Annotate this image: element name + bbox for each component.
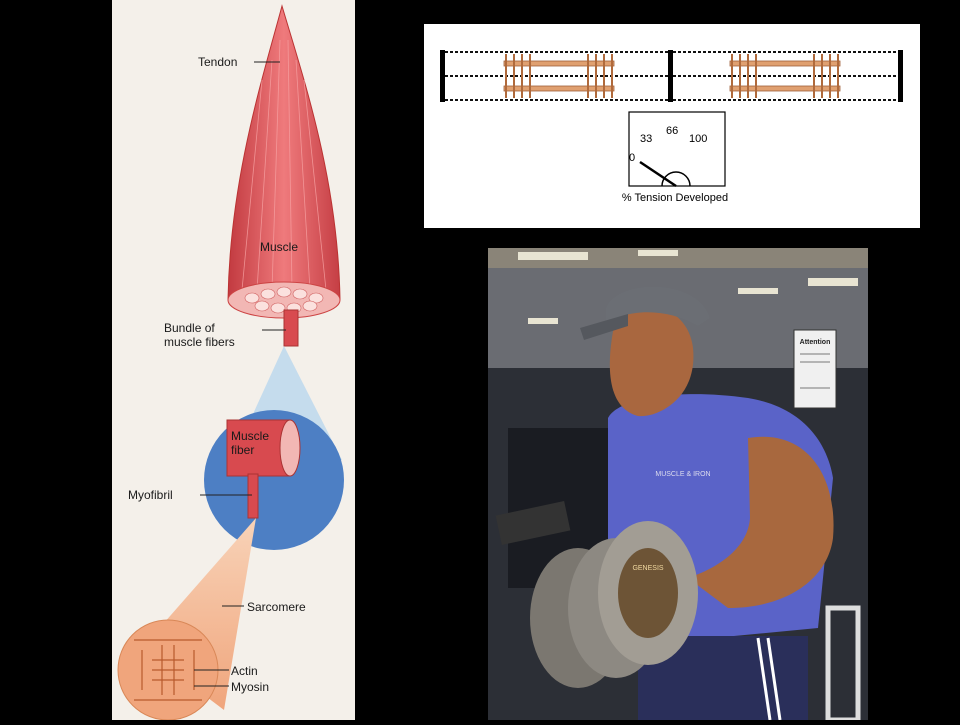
muscle-body	[227, 4, 341, 301]
myosin-label: Myosin	[231, 680, 270, 694]
gauge-tick-33: 33	[640, 133, 652, 145]
muscle-fiber-label: Muscle fiber	[231, 429, 270, 457]
myofibril-label: Myofibril	[128, 488, 173, 502]
gauge-tick-66: 66	[666, 125, 678, 137]
bodybuilder-photo: Attention MUSCLE & IRON GENESIS	[488, 248, 868, 720]
z-disc	[440, 50, 445, 102]
myofibril-tube	[247, 473, 259, 519]
tension-gauge	[628, 111, 726, 187]
bundle-tube	[283, 309, 299, 347]
gym-scene: Attention MUSCLE & IRON GENESIS	[488, 248, 868, 720]
sarcomere-label: Sarcomere	[247, 600, 306, 614]
attention-sign	[793, 329, 837, 409]
gauge-tick-100: 100	[689, 133, 707, 145]
dumbbell-text: GENESIS	[632, 565, 663, 572]
sarcomere-tension-diagram: 0 33 66 100 % Tension Developed	[424, 24, 920, 228]
z-disc	[898, 50, 903, 102]
anatomy-illustration	[117, 4, 344, 721]
gauge-tick-0: 0	[629, 152, 635, 164]
gauge-needle	[639, 160, 677, 188]
right-arm	[688, 436, 834, 608]
tendon-label: Tendon	[198, 55, 238, 69]
bundle-label: Bundle of muscle fibers	[164, 321, 235, 349]
dumbbell: GENESIS	[530, 521, 698, 688]
head	[609, 304, 694, 417]
shirt-text: MUSCLE & IRON	[655, 471, 710, 478]
sarcomere-schematic: 0 33 66 100 % Tension Developed	[440, 50, 903, 204]
muscle-label: Muscle	[260, 240, 299, 254]
z-disc	[668, 50, 673, 102]
sign-title: Attention	[800, 339, 831, 346]
gauge-caption: % Tension Developed	[622, 192, 728, 204]
muscle-anatomy-diagram: Tendon Muscle Bundle of muscle fibers Mu…	[112, 0, 355, 721]
actin-label: Actin	[231, 664, 258, 678]
cap	[606, 286, 710, 326]
